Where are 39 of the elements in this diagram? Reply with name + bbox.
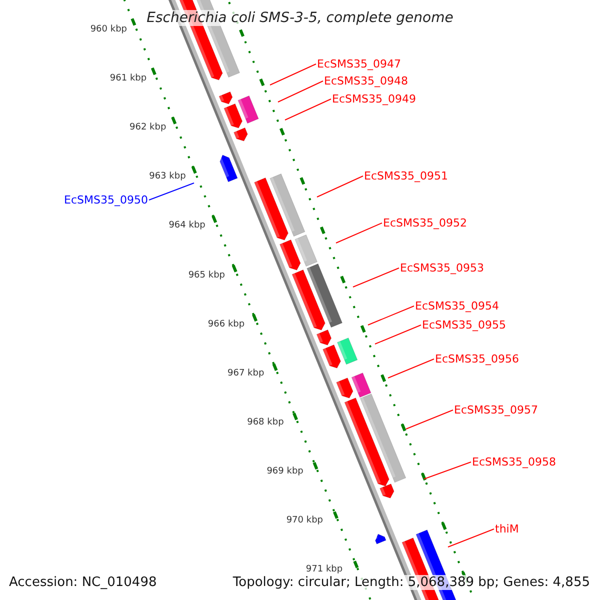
scale-label: 963 kbp	[149, 172, 186, 182]
gene-label: EcSMS35_0953	[400, 262, 484, 274]
scale-label: 965 kbp	[188, 271, 225, 280]
gene-label: thiM	[495, 524, 519, 534]
scale-label: 971 kbp	[306, 566, 343, 575]
leader-line	[424, 462, 472, 480]
scale-label: 962 kbp	[130, 124, 166, 133]
leader-line	[406, 410, 454, 430]
leader-line	[336, 222, 382, 244]
gene-label: EcSMS35_0947	[317, 58, 401, 70]
gene-label: EcSMS35_0958	[472, 456, 556, 468]
gene-label: EcSMS35_0956	[435, 354, 519, 364]
leader-line	[278, 80, 324, 102]
leader-line	[368, 306, 414, 326]
gene-label: EcSMS35_0949	[332, 94, 416, 104]
gene-label: EcSMS35_0951	[364, 170, 448, 182]
scale-label: 964 kbp	[168, 222, 206, 231]
gene-label: EcSMS35_0955	[422, 320, 506, 330]
leader-line	[448, 528, 494, 548]
scale-label: 960 kbp	[90, 26, 127, 34]
scale-label: 968 kbp	[247, 418, 284, 428]
gene-label: EcSMS35_0954	[415, 300, 499, 312]
leader-line	[374, 324, 422, 344]
gene-label: EcSMS35_0957	[454, 404, 538, 416]
scale-label: 961 kbp	[110, 74, 147, 84]
scale-label: 970 kbp	[286, 516, 323, 526]
leader-line	[284, 98, 332, 120]
gene-label: EcSMS35_0948	[324, 76, 408, 86]
leader-line	[148, 182, 194, 200]
gene-label: EcSMS35_0950	[64, 194, 148, 206]
scale-label: 966 kbp	[208, 320, 245, 330]
scale-label: 969 kbp	[266, 467, 304, 476]
accession-text: Accession: NC_010498	[7, 575, 159, 590]
gene-label: EcSMS35_0952	[383, 218, 467, 228]
leader-line	[352, 268, 400, 288]
leader-line	[316, 176, 364, 198]
scale-label: 967 kbp	[228, 369, 264, 378]
leader-line	[388, 358, 434, 378]
leader-line	[270, 64, 316, 86]
